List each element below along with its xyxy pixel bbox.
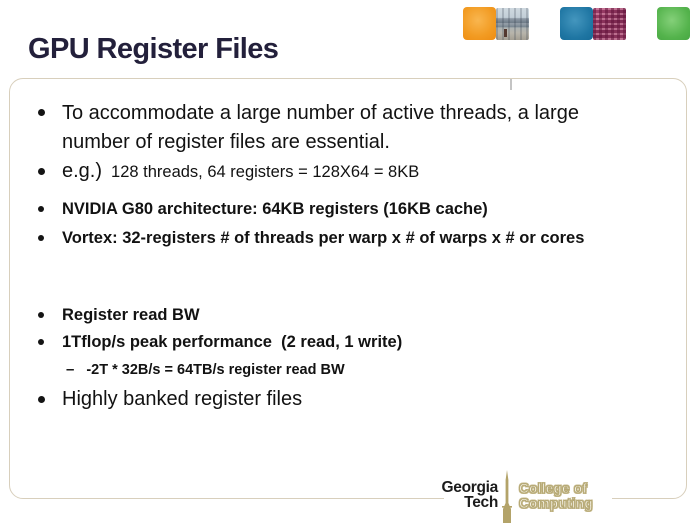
content-box <box>9 78 687 499</box>
bullet-icon <box>38 396 45 403</box>
logo-background <box>444 480 612 523</box>
bullet-icon <box>38 109 45 116</box>
bullet-text: 1Tflop/s peak performance (2 read, 1 wri… <box>62 333 403 351</box>
dash-bullet-icon: – <box>66 361 75 378</box>
bullet-item: 1Tflop/s peak performance (2 read, 1 wri… <box>38 331 402 353</box>
bullet-icon <box>38 206 44 212</box>
tower-watermark <box>510 79 512 90</box>
bullet-icon <box>38 235 44 241</box>
page-title: GPU Register Files <box>28 33 279 65</box>
georgia-tech-wordmark: Georgia Tech <box>430 479 499 511</box>
bullet-text-prefix: e.g.) <box>62 160 103 182</box>
sub-bullet-text: –-2T * 32B/s = 64TB/s register read BW <box>66 360 345 380</box>
bullet-item: Highly banked register files <box>38 386 302 412</box>
blue-square-icon <box>560 7 593 40</box>
bullet-item: NVIDIA G80 architecture: 64KB registers … <box>38 198 488 220</box>
bullet-text: Vortex: 32-registers # of threads per wa… <box>62 229 585 247</box>
sub-bullet-item: –-2T * 32B/s = 64TB/s register read BW <box>66 360 345 380</box>
bullet-text: -2T * 32B/s = 64TB/s register read BW <box>86 362 345 378</box>
bullet-text: NVIDIA G80 architecture: 64KB registers … <box>62 200 488 218</box>
bullet-item: e.g.) 128 threads, 64 registers = 128X64 … <box>38 158 419 184</box>
bullet-text: e.g.) 128 threads, 64 registers = 128X64 … <box>62 158 419 184</box>
bullet-item: Register read BW <box>38 304 200 326</box>
orange-square-icon <box>463 7 496 40</box>
bullet-item: To accommodate a large number of active … <box>38 99 647 157</box>
georgia-text: Georgia <box>441 479 499 496</box>
bullet-text-rest: 128 threads, 64 registers = 128X64 = 8KB <box>111 163 420 181</box>
bullet-text: To accommodate a large number of active … <box>62 102 585 153</box>
bullet-text: Highly banked register files <box>62 388 303 410</box>
bullet-text: Register read BW <box>62 306 200 324</box>
bullet-icon <box>38 339 44 345</box>
bullet-icon <box>38 168 45 175</box>
bullet-icon <box>38 312 44 318</box>
tech-text: Tech <box>464 493 498 511</box>
computing-text: Computing <box>519 496 594 512</box>
college-of-text: College of <box>519 481 588 497</box>
circuit-photo <box>593 8 626 40</box>
green-square-icon <box>657 7 690 40</box>
tech-tower-icon <box>500 470 514 523</box>
college-of-computing-wordmark: College of Computing <box>519 481 594 512</box>
campus-photo <box>496 8 529 40</box>
bullet-item: Vortex: 32-registers # of threads per wa… <box>38 227 584 249</box>
